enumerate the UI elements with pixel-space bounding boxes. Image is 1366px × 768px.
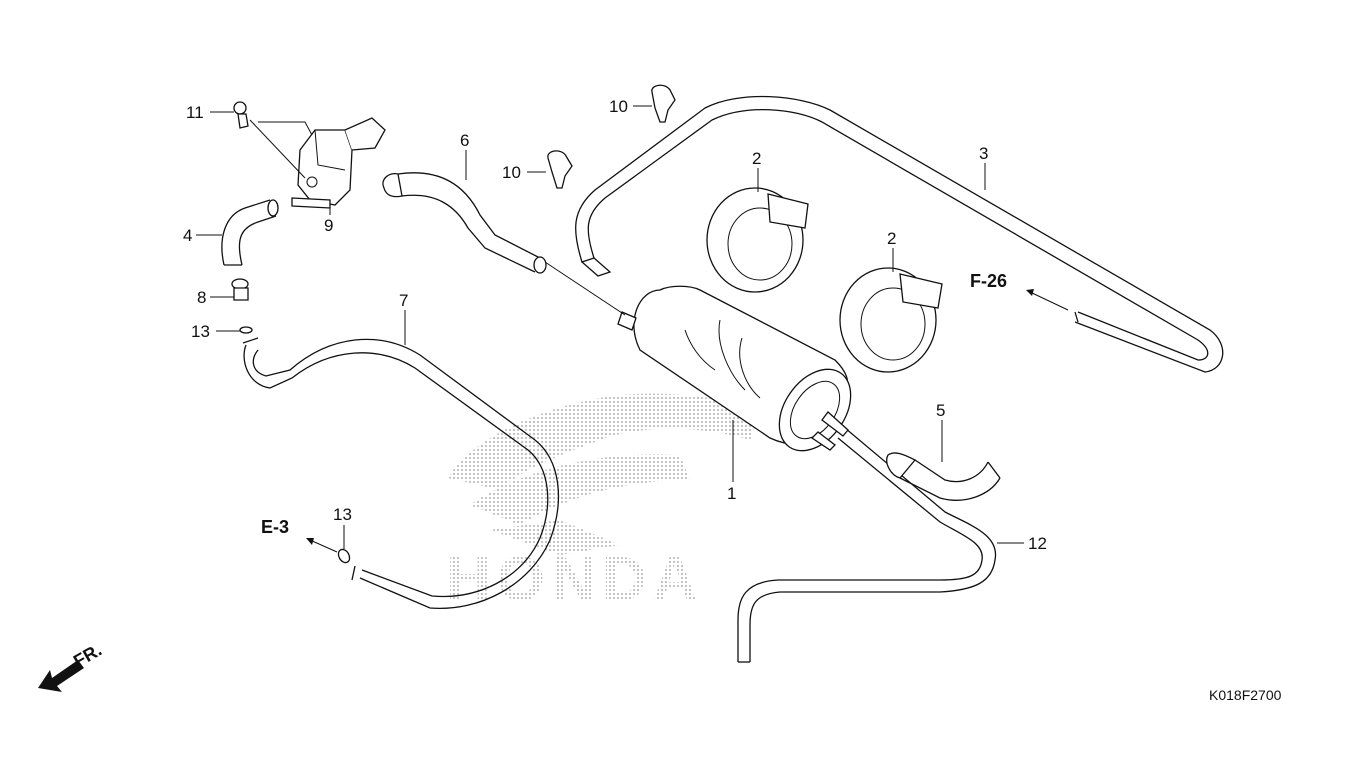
callout-13: 13: [191, 322, 210, 341]
clip-13-upper: [239, 326, 253, 334]
watermark-text: HONDA: [446, 545, 703, 614]
canister: [544, 261, 852, 452]
ref-f26-label: F-26: [970, 271, 1007, 291]
drawing-code: K018F2700: [1209, 687, 1282, 703]
callout-11: 11: [186, 103, 204, 122]
callout-7: 7: [399, 291, 408, 310]
callout-2: 2: [752, 149, 761, 168]
callout-8: 8: [197, 288, 206, 307]
band-lower: [839, 267, 943, 373]
callout-6: 6: [460, 131, 469, 150]
callout-12: 12: [1028, 534, 1047, 553]
solenoid-valve: [249, 117, 386, 209]
leader-lines: [196, 105, 1024, 549]
ref-e3-label: E-3: [261, 517, 289, 537]
ref-e3: E-3: [261, 517, 338, 553]
hose-4: [221, 199, 279, 266]
clip-10-lower: [547, 150, 573, 189]
hose-5: [886, 452, 1001, 501]
ref-f26: F-26: [970, 271, 1069, 311]
clip-13-lower: [337, 548, 351, 564]
callout-1: 1: [727, 484, 736, 503]
front-arrow-icon: [38, 660, 84, 692]
band-upper: [706, 187, 809, 293]
hose-3: [574, 95, 1224, 373]
hose-7: [242, 337, 560, 610]
hose-6: [382, 172, 547, 274]
callout-2: 2: [887, 229, 896, 248]
callout-5: 5: [936, 401, 945, 420]
callout-10: 10: [609, 97, 628, 116]
callout-labels: 1 2 2 3 4 5 6 7 8 9 10 10 11 12 13 13: [183, 97, 1047, 553]
callout-13: 13: [333, 505, 352, 524]
hose-12: [737, 427, 997, 663]
bolt-11: [233, 101, 249, 129]
honda-watermark: HONDA: [446, 393, 760, 614]
fitting-8: [231, 278, 249, 301]
clip-10-upper: [651, 84, 676, 123]
callout-10: 10: [502, 163, 521, 182]
callout-4: 4: [183, 226, 192, 245]
callout-3: 3: [979, 144, 988, 163]
front-marker: FR.: [38, 640, 105, 692]
callout-9: 9: [324, 216, 333, 235]
